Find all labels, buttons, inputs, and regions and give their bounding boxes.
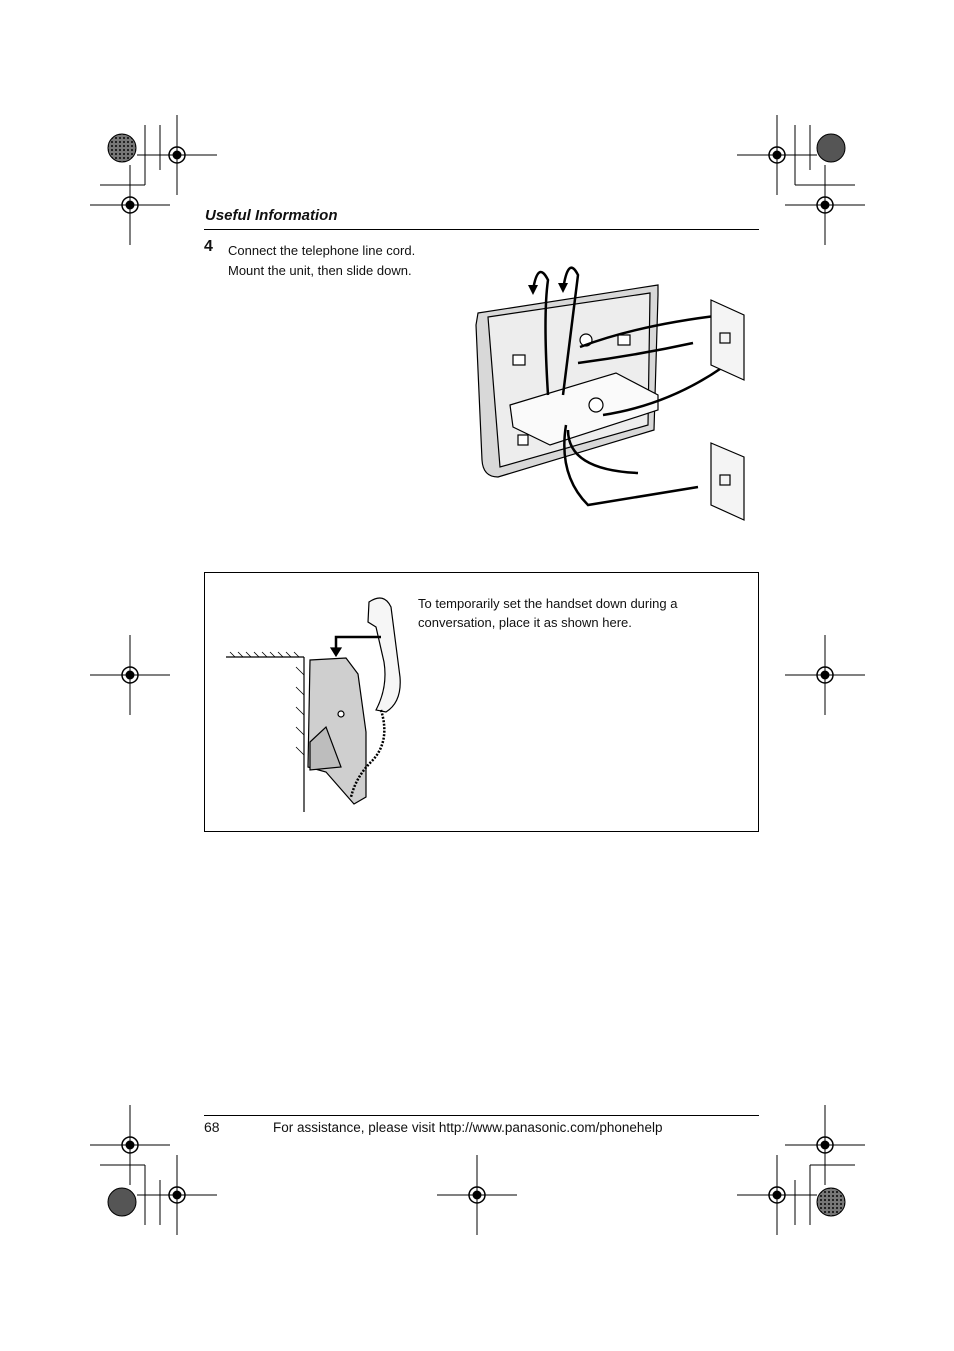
crosshair-circle-icon [785, 165, 865, 245]
wall-mount-illustration [475, 266, 745, 521]
crosshair-circle-icon [737, 1155, 817, 1235]
step-line: Connect the telephone line cord. [228, 243, 416, 258]
crosshair-circle-icon [737, 115, 817, 195]
crosshair-circle-icon [437, 1155, 517, 1235]
step-instructions: Connect the telephone line cord. Mount t… [228, 241, 458, 281]
crosshair-circle-icon [137, 1155, 217, 1235]
crosshair-circle-icon [90, 165, 170, 245]
step-number: 4 [204, 238, 213, 255]
section-title: Useful Information [205, 207, 338, 224]
header-divider [204, 229, 759, 230]
starburst-target-icon [107, 133, 137, 163]
crosshair-circle-icon [137, 115, 217, 195]
crosshair-circle-icon [785, 1105, 865, 1185]
starburst-target-icon [107, 1187, 137, 1217]
note-box [204, 572, 759, 832]
starburst-target-icon [816, 1187, 846, 1217]
crosshair-circle-icon [785, 635, 865, 715]
assistance-text: For assistance, please visit http://www.… [273, 1120, 663, 1135]
crosshair-circle-icon [90, 1105, 170, 1185]
note-text: To temporarily set the handset down duri… [418, 596, 678, 630]
page-number: 68 [204, 1119, 220, 1135]
footer-divider [204, 1115, 759, 1116]
starburst-target-icon [816, 133, 846, 163]
handset-rest-illustration [226, 597, 401, 812]
step-line: Mount the unit, then slide down. [228, 263, 412, 278]
crosshair-circle-icon [90, 635, 170, 715]
